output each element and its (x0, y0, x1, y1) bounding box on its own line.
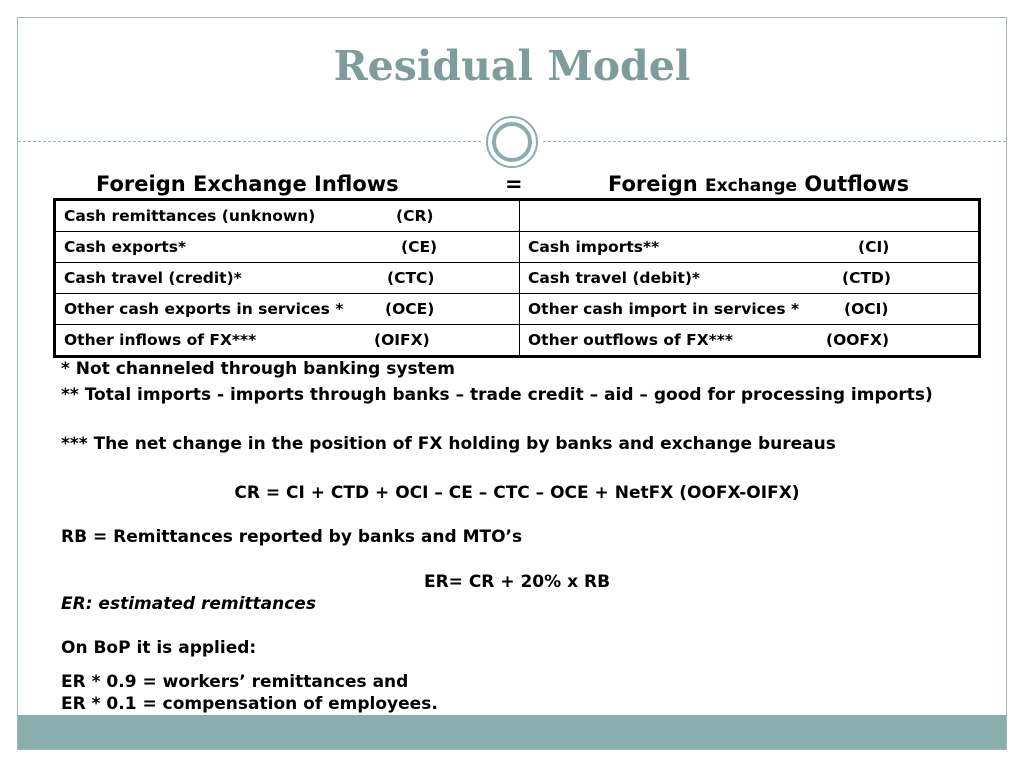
outflow-code: (OCI) (844, 300, 889, 318)
outflows-header-part1: Foreign (608, 172, 698, 196)
footnote-single-star: * Not channeled through banking system (61, 359, 455, 379)
inflow-code: (CR) (396, 207, 434, 225)
inflow-code: (OIFX) (374, 331, 430, 349)
inflow-label: Other cash exports in services * (64, 300, 344, 318)
outflow-cell: Cash travel (debit)* (CTD) (519, 262, 980, 294)
inflow-code: (CTC) (387, 269, 435, 287)
inflow-cell: Cash travel (credit)* (CTC) (54, 262, 520, 294)
fx-flows-table: Cash remittances (unknown) (CR) Cash exp… (53, 198, 981, 358)
outflows-header-part2: Exchange (705, 176, 798, 196)
cr-formula: CR = CI + CTD + OCI – CE – CTC – OCE + N… (234, 483, 800, 503)
ring-ornament-icon (486, 116, 538, 168)
table-row: Other inflows of FX*** (OIFX) Other outf… (54, 324, 980, 357)
table-row: Cash exports* (CE) Cash imports** (CI) (54, 231, 980, 263)
slide-title: Residual Model (333, 42, 691, 90)
bop-compensation: ER * 0.1 = compensation of employees. (61, 694, 438, 714)
outflow-label: Other cash import in services * (528, 300, 800, 318)
er-formula: ER= CR + 20% x RB (423, 572, 611, 592)
outflow-code: (CTD) (842, 269, 891, 287)
er-definition: ER: estimated remittances (61, 594, 316, 614)
footnote-double-star: ** Total imports - imports through banks… (61, 385, 933, 405)
outflow-cell: Other outflows of FX*** (OOFX) (519, 324, 980, 357)
outflow-cell: Cash imports** (CI) (519, 231, 980, 263)
inflow-code: (CE) (401, 238, 438, 256)
inflow-label: Cash exports* (64, 238, 187, 256)
inflow-label: Other inflows of FX*** (64, 331, 257, 349)
inflow-cell: Other cash exports in services * (OCE) (54, 293, 520, 325)
table-row: Other cash exports in services * (OCE) O… (54, 293, 980, 325)
outflows-header: Foreign Exchange Outflows (608, 172, 909, 196)
inflow-code: (OCE) (385, 300, 435, 318)
inflow-cell: Other inflows of FX*** (OIFX) (54, 324, 520, 357)
outflow-cell (519, 199, 980, 232)
slide-frame (17, 17, 1007, 750)
outflow-cell: Other cash import in services * (OCI) (519, 293, 980, 325)
bop-workers-remittances: ER * 0.9 = workers’ remittances and (61, 672, 409, 692)
rb-definition: RB = Remittances reported by banks and M… (61, 527, 523, 547)
divider-right (543, 141, 1006, 142)
outflow-code: (OOFX) (826, 331, 890, 349)
inflow-cell: Cash remittances (unknown) (CR) (54, 199, 520, 232)
outflow-code: (CI) (858, 238, 890, 256)
footer-bar (18, 715, 1006, 749)
table-row: Cash remittances (unknown) (CR) (54, 199, 980, 232)
outflow-label: Cash imports** (528, 238, 660, 256)
divider-left (18, 141, 481, 142)
equals-sign: = (505, 172, 523, 196)
inflow-label: Cash travel (credit)* (64, 269, 242, 287)
table-row: Cash travel (credit)* (CTC) Cash travel … (54, 262, 980, 294)
footnote-triple-star: *** The net change in the position of FX… (61, 434, 836, 454)
inflow-cell: Cash exports* (CE) (54, 231, 520, 263)
bop-heading: On BoP it is applied: (61, 638, 257, 658)
outflows-header-part3: Outflows (804, 172, 910, 196)
inflow-label: Cash remittances (unknown) (64, 207, 316, 225)
outflow-label: Cash travel (debit)* (528, 269, 701, 287)
inflows-header: Foreign Exchange Inflows (96, 172, 399, 196)
outflow-label: Other outflows of FX*** (528, 331, 733, 349)
